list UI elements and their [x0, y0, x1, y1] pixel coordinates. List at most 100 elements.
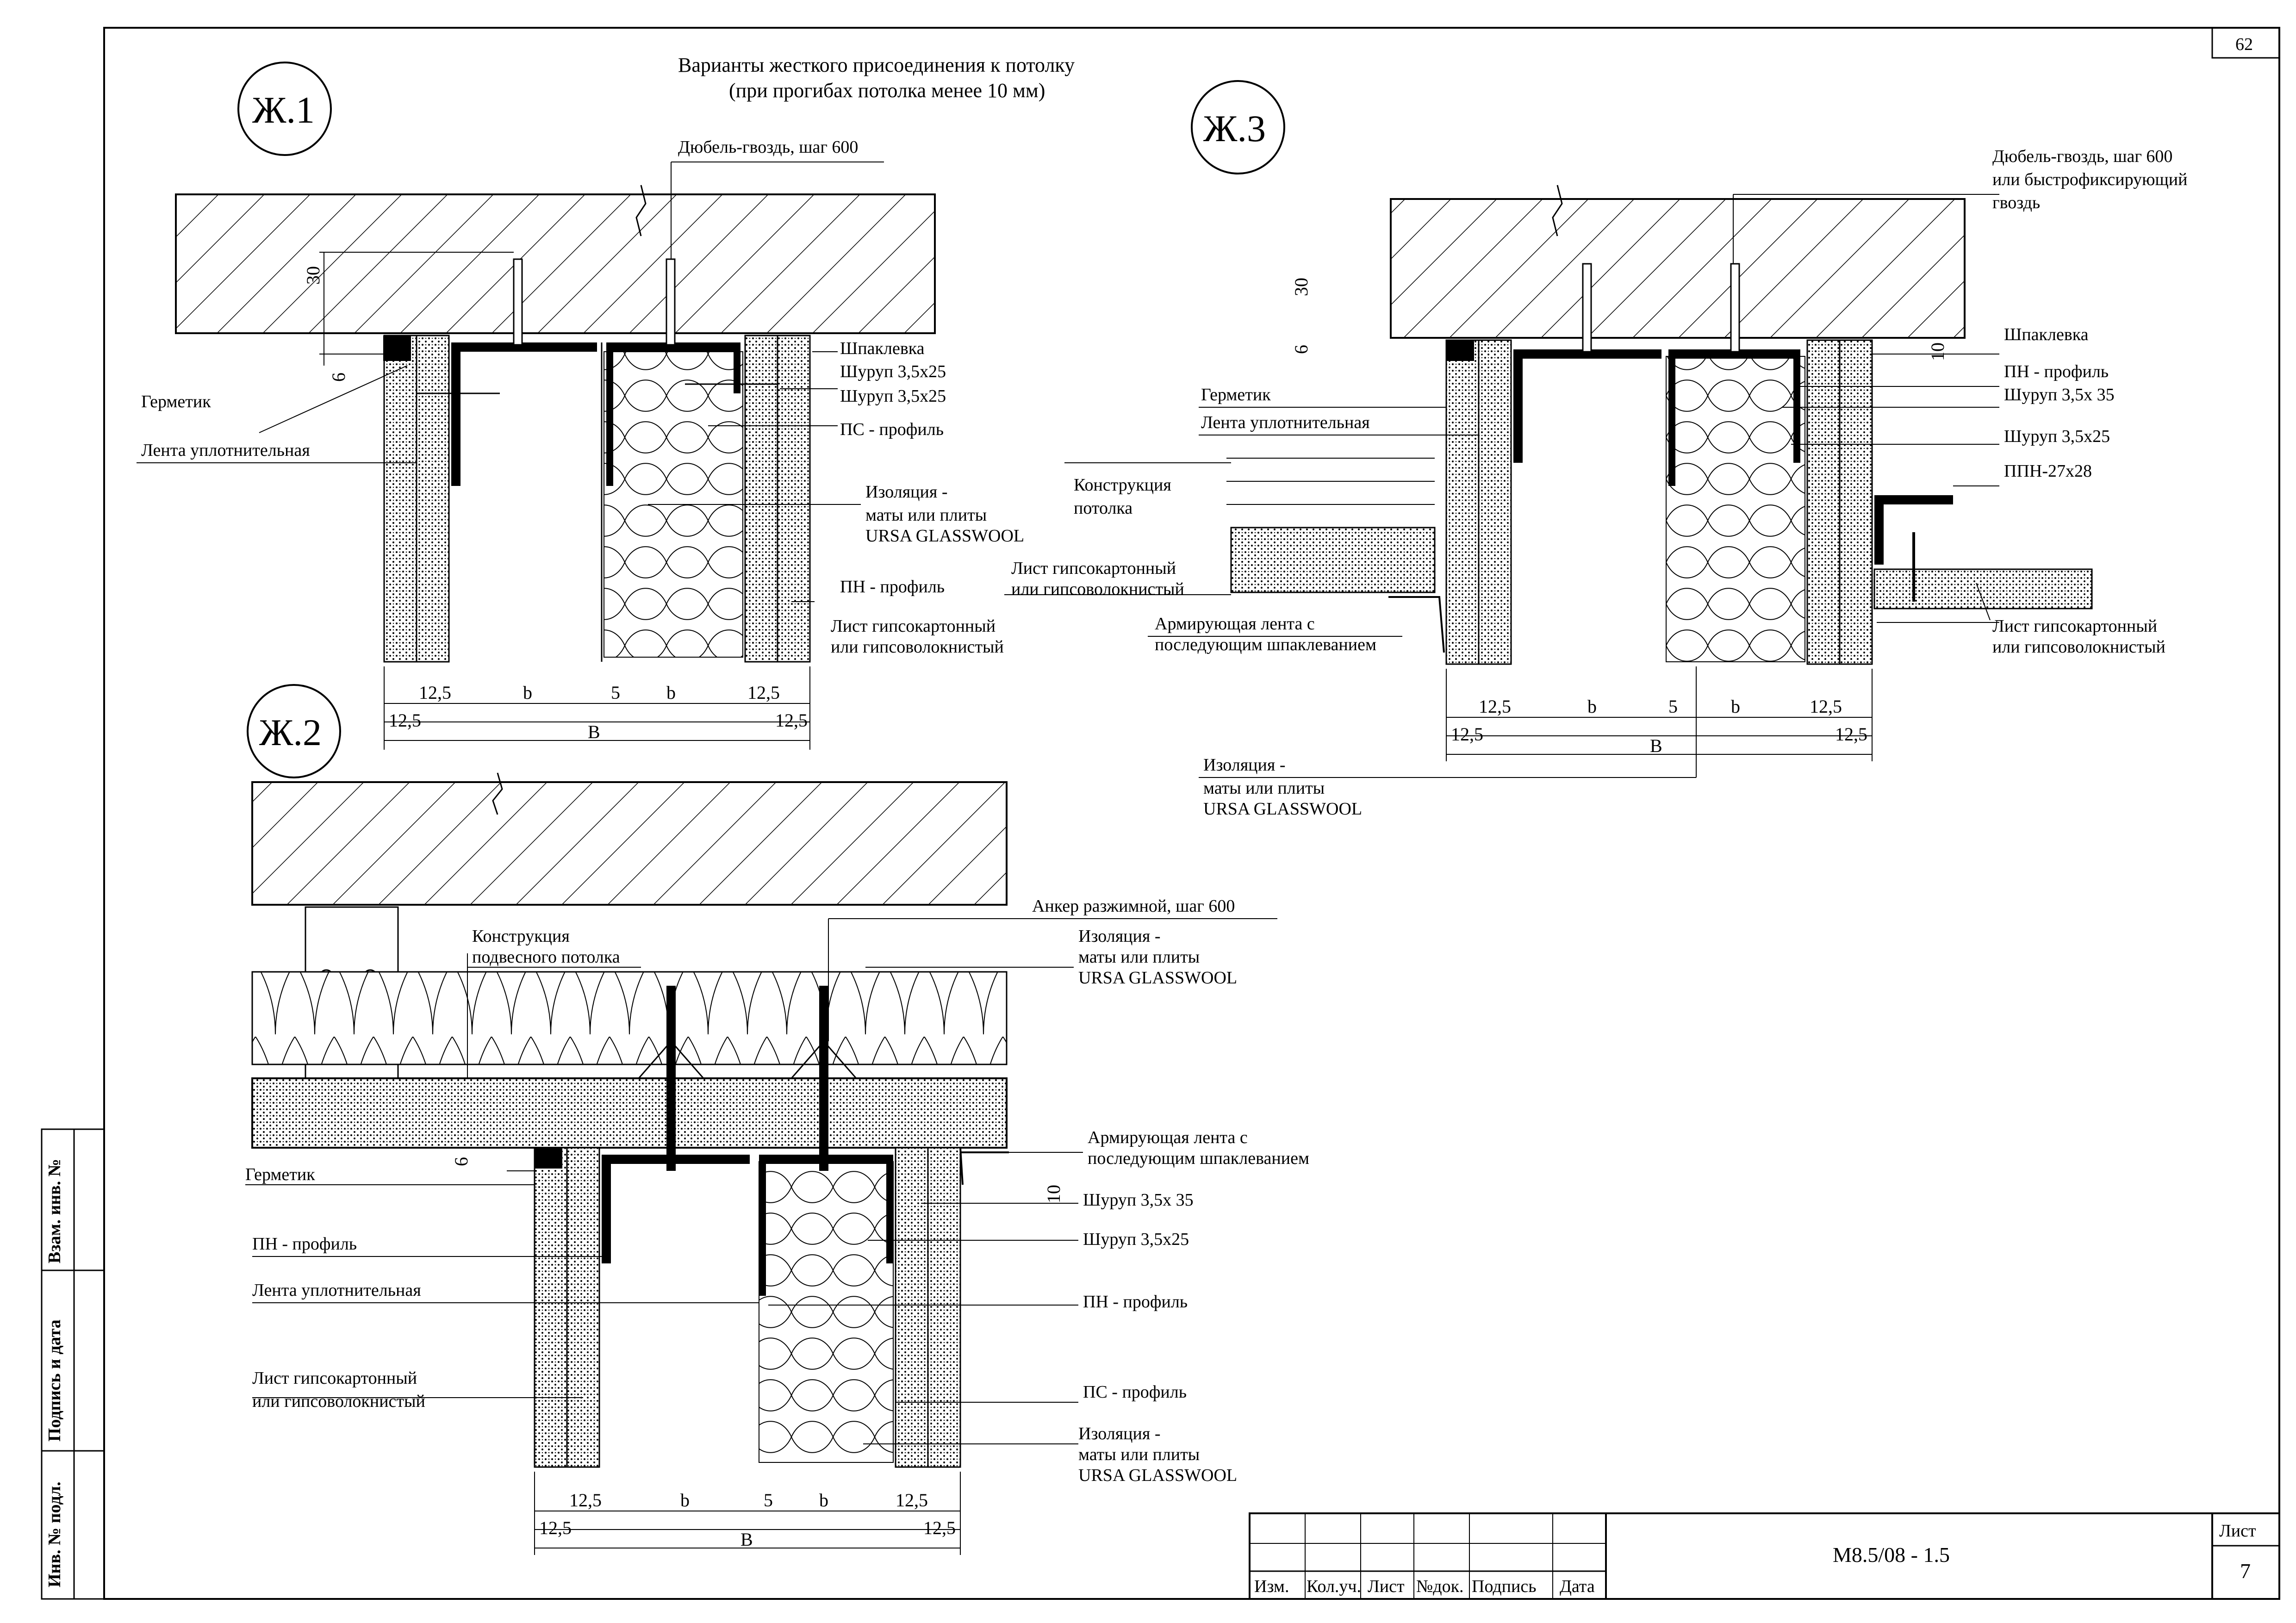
sheet-label: Лист: [2219, 1521, 2256, 1541]
dim-b-1: b: [523, 682, 532, 703]
sealant: [1446, 340, 1474, 361]
label-tape: Лента уплотнительная: [252, 1281, 421, 1300]
label-board-left-1: Лист гипсокартонный: [1011, 559, 1176, 578]
dim-6: 6: [1291, 345, 1312, 354]
dim-b-1: b: [1587, 696, 1597, 717]
title-line-1: Варианты жесткого присоединения к потолк…: [678, 54, 1075, 76]
ceiling-slab: [251, 781, 1008, 906]
outer-frame: [103, 27, 2280, 1600]
sealant: [535, 1148, 562, 1169]
detail-marker-circle: [247, 684, 341, 778]
label-suspended-2: подвесного потолка: [472, 947, 620, 967]
col-izm: Изм.: [1254, 1577, 1289, 1596]
dim-B: В: [588, 721, 600, 742]
dim-30: 30: [1291, 278, 1312, 296]
board-left: [383, 335, 417, 663]
board-right-2: [777, 335, 811, 663]
label-pn-profile: ПН - профиль: [840, 577, 945, 597]
insulation: [1666, 356, 1805, 662]
ceiling-board: [251, 1077, 1008, 1149]
dowel-right: [666, 258, 676, 346]
label-board-1: Лист гипсокартонный: [252, 1368, 417, 1388]
label-dowel-1: Дюбель-гвоздь, шаг 600: [1992, 147, 2172, 166]
label-pn-profile: ПН - профиль: [2004, 362, 2109, 381]
label-insulation-1: Изоляция -: [1203, 755, 1285, 775]
pn-profile: [1513, 349, 1661, 463]
ceiling-insulation: [251, 971, 1008, 1065]
sealant: [383, 336, 411, 361]
detail-marker-label: Ж.3: [1203, 107, 1266, 149]
ceiling-slab: [175, 193, 936, 334]
label-screw-b: Шуруп 3,5х25: [2004, 427, 2110, 446]
detail-marker-circle: [237, 62, 332, 156]
dim-12-b: 12,5: [896, 1490, 928, 1511]
detail-marker-label: Ж.1: [252, 89, 315, 131]
label-dowel-3: гвоздь: [1992, 193, 2040, 212]
board-right: [895, 1147, 929, 1468]
col-podpis: Подпись: [1472, 1577, 1537, 1596]
col-ndok: №док.: [1416, 1577, 1464, 1596]
dim-5: 5: [1668, 696, 1678, 717]
label-insulation-top-3: URSA GLASSWOOL: [1078, 968, 1237, 988]
label-ceiling-2: потолка: [1074, 498, 1132, 518]
board-left: [534, 1147, 568, 1468]
col-data: Дата: [1560, 1577, 1595, 1596]
label-insulation-3: URSA GLASSWOOL: [865, 526, 1024, 546]
dim-12-a: 12,5: [419, 682, 451, 703]
dowel-left: [513, 258, 523, 346]
label-insulation-top-1: Изоляция -: [1078, 927, 1160, 946]
detail-zh1: Ж.1 Дюбель-гвоздь, шаг 600 Шпаклевка: [137, 62, 1024, 750]
reinforcing-tape: [959, 1147, 1009, 1185]
insulation: [759, 1161, 894, 1463]
label-screw-b: Шуруп 3,5х25: [1083, 1230, 1189, 1249]
label-ppn: ППН-27х28: [2004, 461, 2092, 481]
corner-number: 62: [2235, 35, 2253, 54]
detail-zh3: Ж.3: [1004, 80, 2187, 819]
label-tape: Лента уплотнительная: [141, 441, 310, 460]
board-right: [1806, 339, 1841, 665]
label-board-left-2: или гипсоволокнистый: [1011, 579, 1184, 599]
ceiling-slab: [1390, 198, 1966, 339]
dim-6: 6: [328, 373, 349, 382]
label-pn-profile-left: ПН - профиль: [252, 1234, 357, 1254]
dim-B: В: [1650, 735, 1662, 756]
dowel-right: [1730, 263, 1740, 353]
dim-30: 30: [303, 266, 324, 285]
dim-12-a: 12,5: [1479, 696, 1511, 717]
sheet-number: 7: [2240, 1559, 2251, 1583]
label-sealant: Герметик: [1201, 385, 1271, 404]
label-ps-profile: ПС - профиль: [1083, 1382, 1187, 1402]
label-board-1: Лист гипсокартонный: [831, 616, 996, 636]
side-stamp: Взам. инв. № Подпись и дата Инв. № подл.: [41, 1128, 105, 1600]
board-right-2: [1839, 339, 1873, 665]
label-insulation-3: URSA GLASSWOOL: [1203, 799, 1362, 819]
stamp-vzam: Взам. инв. №: [45, 1159, 64, 1263]
label-tape-arm-2: последующим шпаклеванием: [1088, 1149, 1309, 1168]
dim-10: 10: [1043, 1185, 1064, 1203]
dim-5: 5: [764, 1490, 773, 1511]
label-board-right-1: Лист гипсокартонный: [1992, 616, 2157, 636]
label-screw-a: Шуруп 3,5х 35: [1083, 1190, 1194, 1210]
label-sealant: Герметик: [141, 392, 211, 411]
label-putty: Шпаклевка: [840, 339, 925, 358]
label-sealant: Герметик: [245, 1165, 315, 1184]
label-ps-profile: ПС - профиль: [840, 420, 944, 439]
ppn-profile: [1874, 495, 1953, 565]
corner-number-box: [2211, 27, 2280, 59]
title-line-2: (при прогибах потолка менее 10 мм): [729, 79, 1045, 102]
board-left-2: [1478, 339, 1512, 665]
label-tape-arm-2: последующим шпаклеванием: [1155, 635, 1376, 654]
dim-b-2: b: [666, 682, 676, 703]
board-left-2: [566, 1147, 600, 1468]
detail-zh2: Ж.2: [245, 684, 1309, 1555]
label-putty: Шпаклевка: [2004, 325, 2089, 344]
dim-6: 6: [451, 1157, 472, 1166]
dim-b-2: b: [1731, 696, 1740, 717]
label-screw-b: Шуруп 3,5х25: [840, 386, 946, 406]
dim-12-d: 12,5: [1835, 724, 1867, 745]
label-screw-a: Шуруп 3,5х25: [840, 362, 946, 381]
dim-b-1: b: [680, 1490, 690, 1511]
label-insulation-top-2: маты или плиты: [1078, 947, 1200, 967]
stamp-inv: Инв. № подл.: [45, 1481, 64, 1587]
ceiling-construction: [1230, 527, 1436, 593]
